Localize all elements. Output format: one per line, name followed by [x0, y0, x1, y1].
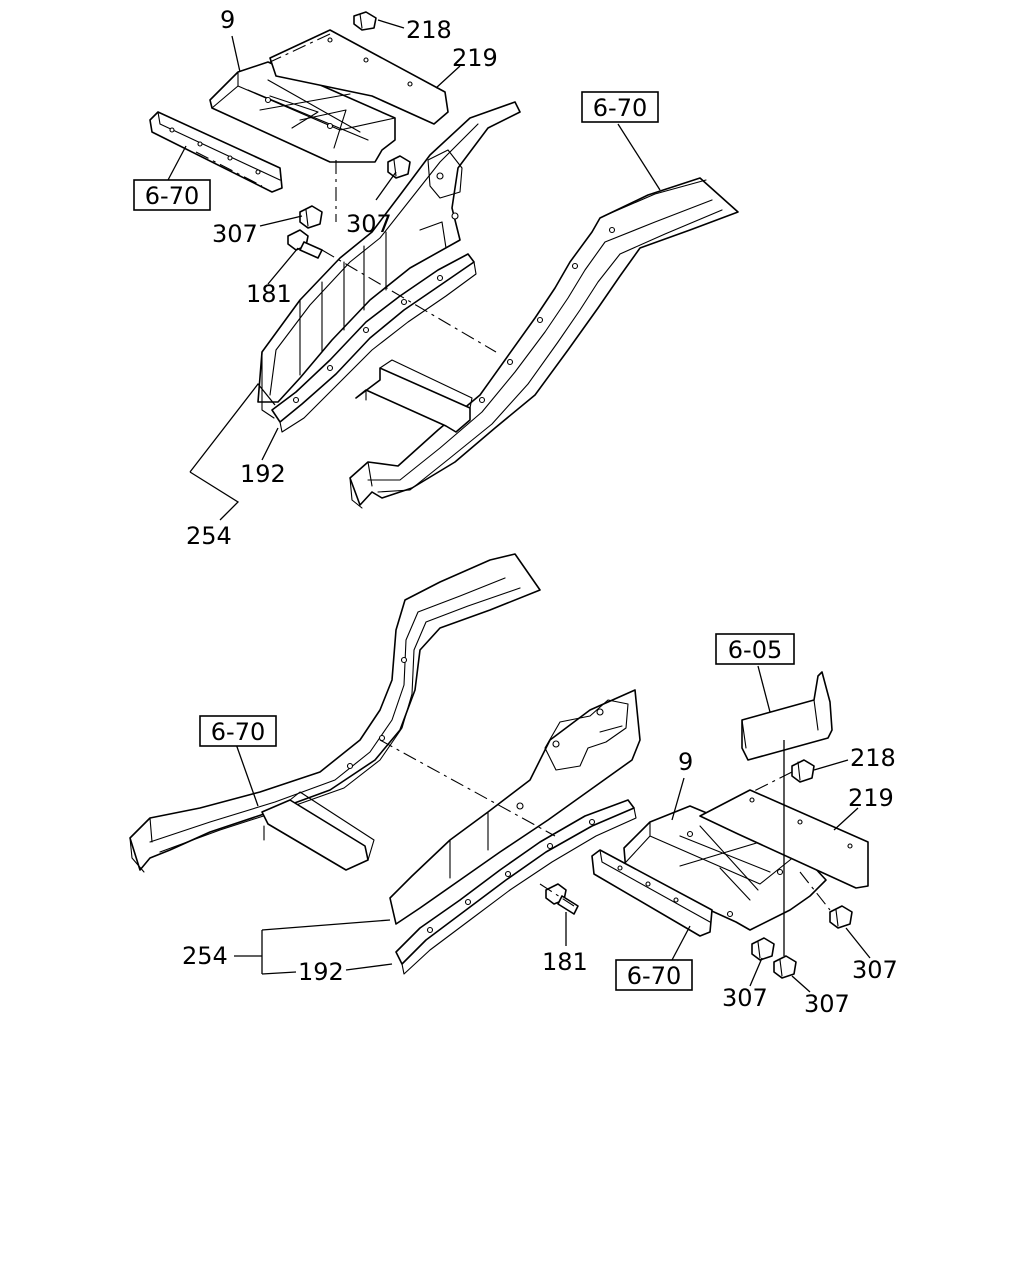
lower-tank-panel — [741, 671, 833, 761]
lower-label-cover-219: 219 — [848, 784, 894, 812]
lower-label-nut-b: 307 — [722, 984, 768, 1012]
lower-label-bolt-181: 181 — [542, 948, 588, 976]
lower-label-rail-192: 192 — [298, 958, 344, 986]
lower-view: 9 218 219 254 192 181 307 307 307 6-05 6… — [129, 553, 898, 1018]
lower-nut-307-b — [751, 937, 775, 961]
svg-text:6-70: 6-70 — [593, 94, 647, 122]
lower-bracket-254 — [389, 689, 641, 925]
lower-ref-bottom: 6-70 — [615, 959, 693, 991]
upper-label-nut-left: 307 — [212, 220, 258, 248]
upper-bolt-181 — [287, 229, 323, 259]
upper-ref-frame: 6-70 — [581, 91, 659, 123]
upper-label-nut-right: 307 — [346, 210, 392, 238]
lower-label-nut-c: 307 — [804, 990, 850, 1018]
lower-label-plate: 9 — [678, 748, 693, 776]
upper-rail-192 — [271, 253, 477, 433]
lower-nut-307-c — [773, 955, 797, 979]
upper-label-bracket-254: 254 — [186, 522, 232, 550]
svg-text:6-70: 6-70 — [627, 962, 681, 990]
svg-text:6-70: 6-70 — [145, 182, 199, 210]
upper-label-bolt-218: 218 — [406, 16, 452, 44]
upper-bolt-218 — [353, 11, 377, 31]
lower-ref-frame: 6-70 — [199, 715, 277, 747]
upper-label-cover-219: 219 — [452, 44, 498, 72]
upper-crossmember — [355, 359, 473, 433]
lower-crossmember — [261, 791, 375, 871]
upper-view: 9 218 219 307 307 181 192 254 6-70 6-70 — [133, 6, 739, 550]
lower-label-bracket-254: 254 — [182, 942, 228, 970]
lower-side-strip — [591, 849, 713, 937]
upper-nut-307-right — [387, 155, 411, 179]
lower-rail-192 — [395, 799, 637, 975]
lower-nut-307-a — [829, 905, 853, 929]
upper-bracket-254 — [257, 101, 521, 419]
upper-label-rail-192: 192 — [240, 460, 286, 488]
lower-label-nut-a: 307 — [852, 956, 898, 984]
upper-ref-left: 6-70 — [133, 179, 211, 211]
upper-label-plate: 9 — [220, 6, 235, 34]
upper-label-bolt-181: 181 — [246, 280, 292, 308]
upper-nut-307-left — [299, 205, 323, 229]
lower-bolt-218 — [791, 759, 815, 783]
upper-cover-219 — [269, 29, 449, 125]
upper-side-strip — [149, 111, 283, 193]
lower-ref-tank: 6-05 — [715, 633, 795, 665]
svg-text:6-05: 6-05 — [728, 636, 782, 664]
lower-label-bolt-218: 218 — [850, 744, 896, 772]
lower-bolt-181 — [545, 883, 579, 915]
svg-text:6-70: 6-70 — [211, 718, 265, 746]
lower-frame-rail — [129, 553, 541, 873]
upper-plate-9 — [209, 60, 396, 163]
